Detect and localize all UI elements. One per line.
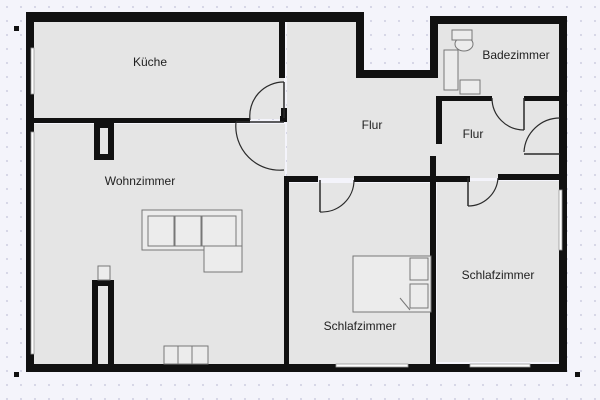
bed — [352, 255, 432, 313]
floor-hall-upper — [287, 22, 357, 77]
room-label-living: Wohnzimmer — [105, 174, 175, 188]
doors — [235, 81, 561, 213]
room-label-hall-side: Flur — [463, 127, 484, 141]
wall-hall-bedroom-c — [498, 174, 560, 180]
wall-hall-bedroom-a — [284, 176, 318, 182]
wall-upper-step-horizontal — [356, 70, 438, 78]
window-bottom-bedroom — [335, 363, 409, 368]
wall-living-bedroom — [284, 176, 289, 366]
room-label-hall-main: Flur — [362, 118, 383, 132]
sink — [459, 79, 481, 95]
wall-marker — [14, 372, 19, 377]
wall-bottom — [26, 364, 566, 372]
column-bottom-inner — [98, 286, 108, 364]
bed-pillow-2 — [409, 283, 429, 309]
door-living-arc — [235, 121, 285, 171]
walls — [14, 12, 580, 377]
wall-kitchen-hall-upper — [279, 22, 285, 78]
door-entrance-arc — [523, 117, 561, 153]
room-label-bedroom-center: Schlafzimmer — [324, 319, 397, 333]
lamp-stand — [97, 265, 111, 281]
wall-bath-left — [430, 16, 438, 78]
wall-hall-bedroom-b — [354, 176, 470, 182]
wall-upper-step-vertical — [356, 12, 364, 78]
room-label-kitchen: Küche — [133, 55, 167, 69]
window-right — [558, 189, 563, 251]
door-bedroom-right-arc — [467, 177, 499, 207]
wall-kitchen-living — [34, 118, 250, 123]
sofa-seat-3 — [201, 215, 237, 247]
column-top-inner — [100, 128, 108, 154]
door-kitchen-arc — [249, 81, 285, 121]
window-left-living — [30, 131, 35, 355]
bath-counter — [443, 49, 459, 91]
window-bottom-right — [469, 363, 531, 368]
radiator-body — [163, 345, 209, 365]
wall-left — [26, 12, 34, 372]
sofa-seat-1 — [147, 215, 175, 247]
door-bath-arc — [491, 97, 525, 131]
wall-hall-divider — [436, 96, 442, 144]
wall-bath-bottom-right — [524, 96, 560, 101]
floor-kitchen — [34, 22, 284, 119]
sofa-chaise — [203, 245, 243, 273]
wall-bedroom-divider — [430, 156, 436, 366]
bed-pillow-1 — [409, 257, 429, 281]
wall-bath-bottom — [440, 96, 492, 101]
wall-bath-top — [430, 16, 566, 24]
bath-fixtures — [443, 29, 481, 95]
radiator — [163, 345, 209, 365]
toilet-tank — [451, 29, 473, 41]
sofa-seat-2 — [174, 215, 202, 247]
sofa — [141, 209, 243, 273]
wall-marker — [575, 372, 580, 377]
windows — [30, 47, 563, 368]
wall-right — [559, 16, 567, 372]
wall-top-left — [26, 12, 362, 22]
wall-marker — [14, 26, 19, 31]
room-label-bedroom-right: Schlafzimmer — [462, 268, 535, 282]
door-bedroom-center-arc — [319, 179, 355, 213]
window-left — [30, 47, 35, 95]
floor-bedroom-right — [437, 181, 559, 362]
room-label-bathroom: Badezimmer — [482, 48, 549, 62]
